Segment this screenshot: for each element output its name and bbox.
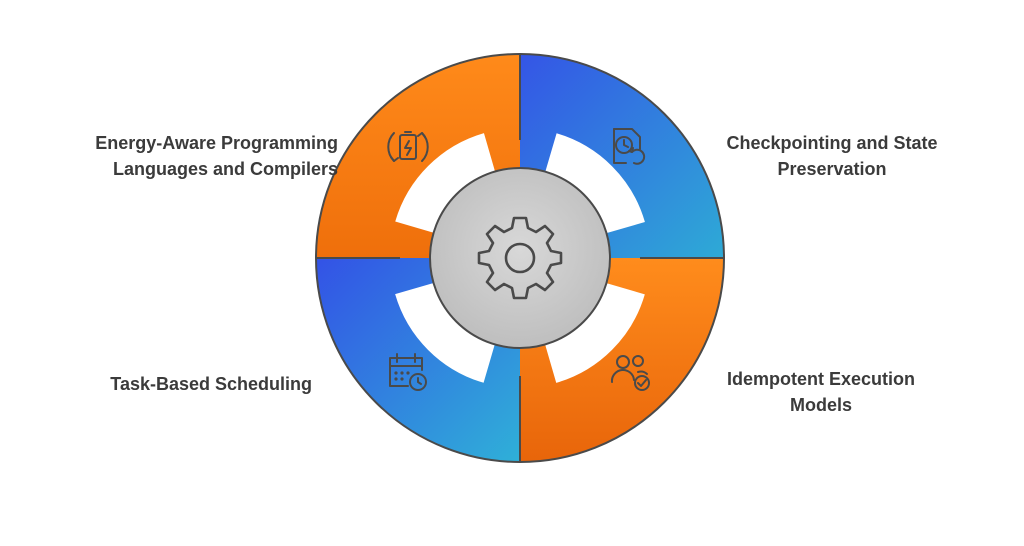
central-hub: [429, 167, 611, 349]
label-checkpoint-line-1: Checkpointing and State: [726, 133, 938, 153]
label-task-based: Task-Based Scheduling: [60, 371, 312, 397]
label-idempotent: Idempotent Execution Models: [710, 366, 932, 418]
label-energy-aware: Energy-Aware Programming Languages and C…: [44, 130, 338, 182]
label-idempotent-line-2: Models: [789, 395, 852, 415]
battery-cycle-icon: [387, 131, 429, 162]
document-restore-icon: [613, 128, 646, 165]
users-check-icon: [610, 355, 650, 391]
label-task-line-1: Task-Based Scheduling: [110, 374, 312, 394]
calendar-clock-icon: [389, 353, 427, 391]
label-checkpointing: Checkpointing and State Preservation: [700, 130, 964, 182]
label-idempotent-line-1: Idempotent Execution: [726, 369, 915, 389]
label-checkpoint-line-2: Preservation: [777, 159, 887, 179]
label-energy-line-2: Languages and Compilers: [112, 159, 338, 179]
gear-icon: [477, 216, 563, 300]
label-energy-line-1: Energy-Aware Programming: [95, 133, 338, 153]
